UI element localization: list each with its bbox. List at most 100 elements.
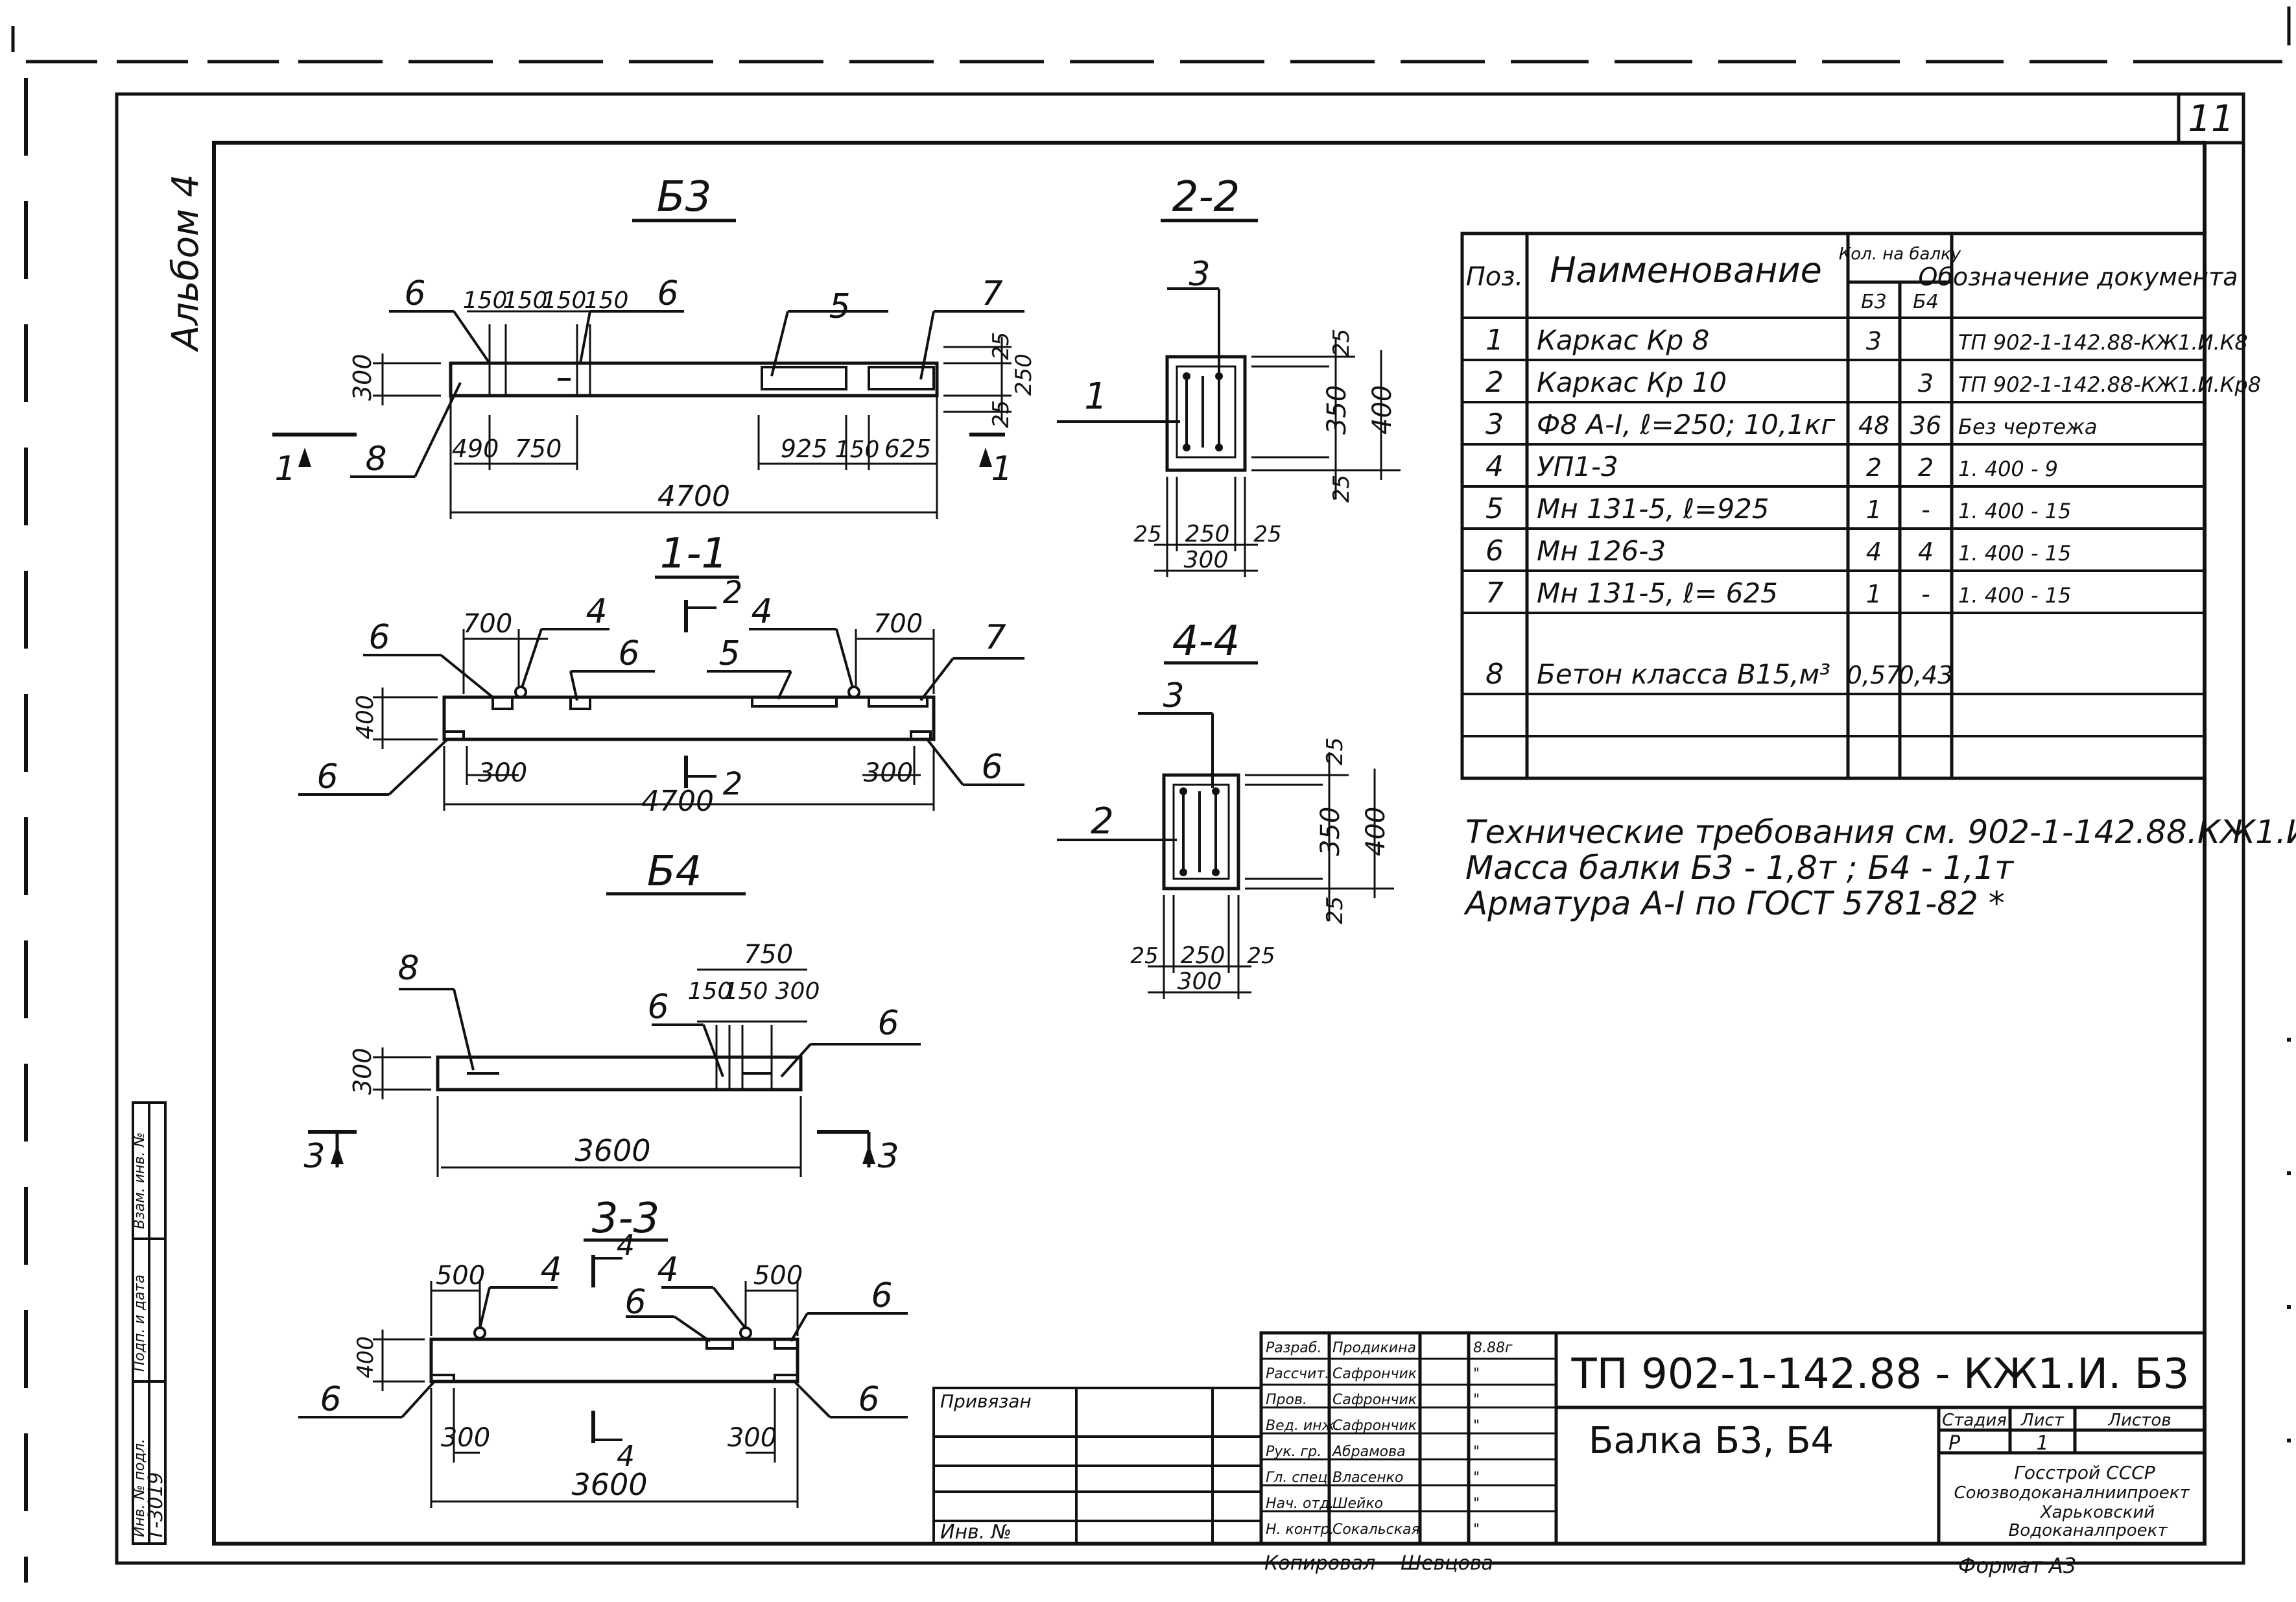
b4-cut-right: 3 [877, 1137, 899, 1176]
view-section-2-2: 2-2 3 1 25 350 400 [1057, 173, 1401, 577]
staff-date: " [1473, 1392, 1480, 1408]
s11-cut-top: 2 [723, 575, 743, 611]
spec-cell-name: Ф8 A-I, ℓ=250; 10,1кг [1537, 409, 1836, 440]
spec-header-qty-b4: Б4 [1913, 291, 1939, 313]
spec-cell-doc: 1. 400 - 15 [1958, 583, 2071, 608]
staff-name: Шейко [1332, 1496, 1383, 1512]
s11-callout-6b: 6 [618, 634, 639, 673]
left-margin-strip: Взам. инв. № Подп. и дата Инв. № подл. Т… [132, 1101, 167, 1545]
b4-dim-150a: 150 [688, 978, 733, 1005]
spec-header-pos: Поз. [1466, 262, 1524, 292]
b3-dim-150-2: 150 [503, 287, 548, 314]
staff-name: Сафрончик [1332, 1392, 1417, 1408]
left-strip-field-4: Т-3019 [145, 1472, 167, 1541]
b3-callout-6a: 6 [404, 274, 425, 313]
s22-dim-25d: 25 [1253, 521, 1281, 547]
b3-dim-150-1: 150 [463, 287, 508, 314]
b3-callout-5: 5 [829, 287, 850, 326]
title-org-2: Союзводоканалниипроект [1954, 1483, 2190, 1503]
staff-date: " [1473, 1470, 1480, 1486]
spec-cell-name: Каркас Кр 10 [1537, 366, 1727, 398]
b4-dim-total: 3600 [574, 1133, 650, 1168]
staff-date: " [1473, 1496, 1480, 1512]
s33-dim-500b: 500 [753, 1261, 803, 1291]
staff-name: Продикина [1332, 1340, 1416, 1356]
b3-dim-total: 4700 [657, 480, 730, 513]
spec-table: Поз. Наименование Кол. на балку Б3 Б4 Об… [1460, 232, 2261, 780]
title-org-4: Водоканалпроект [2008, 1521, 2168, 1540]
spec-header-name: Наименование [1550, 250, 1822, 291]
staff-role: Вед. инж. [1266, 1418, 1339, 1434]
s44-dim-25b: 25 [1322, 896, 1348, 924]
spec-cell-b4: 36 [1910, 411, 1941, 440]
s33-cut-bottom: 4 [617, 1440, 635, 1473]
staff-date: " [1473, 1366, 1480, 1382]
spec-cell-b4: 2 [1918, 453, 1934, 482]
s33-callout-4a: 4 [540, 1250, 562, 1289]
title-sheet: 1 [2036, 1432, 2048, 1455]
s22-dim-300: 300 [1184, 547, 1229, 573]
spec-cell-b3: 1 [1866, 580, 1882, 608]
b3-dim-right-250: 250 [1011, 353, 1037, 396]
b4-callout-8: 8 [397, 949, 419, 988]
s11-callout-7: 7 [984, 618, 1006, 657]
s11-callout-6c: 6 [316, 758, 338, 796]
staff-name: Сокальская [1332, 1522, 1420, 1538]
staff-date: " [1473, 1444, 1480, 1460]
view-b3-title: Б3 [657, 173, 712, 221]
view-section-3-3: 3-3 [298, 1195, 908, 1508]
spec-cell-pos: 7 [1485, 577, 1504, 610]
b4-dim-height: 300 [348, 1047, 377, 1095]
title-stage-label: Стадия [1942, 1411, 2007, 1430]
b4-cut-left: 3 [303, 1137, 325, 1176]
b4-callout-6a: 6 [647, 988, 669, 1027]
s11-callout-5: 5 [718, 634, 740, 673]
s11-callout-6d: 6 [981, 748, 1002, 787]
b4-callout-6b: 6 [877, 1004, 899, 1043]
s11-dim-700b: 700 [873, 609, 923, 639]
staff-role: Гл. спец. [1266, 1470, 1332, 1486]
s33-callout-6c: 6 [320, 1380, 341, 1419]
s22-dim-250: 250 [1185, 521, 1230, 547]
s11-dim-300a: 300 [478, 758, 527, 788]
spec-cell-name: Мн 126-3 [1537, 535, 1666, 567]
s11-dim-height: 400 [352, 695, 379, 739]
s44-dim-300: 300 [1178, 968, 1222, 995]
s33-dim-300a: 300 [441, 1423, 490, 1453]
section-1-1-title: 1-1 [660, 530, 728, 578]
s44-dim-400: 400 [1361, 807, 1391, 856]
view-b4: Б4 8 6 6 300 750 150 [303, 848, 921, 1177]
s33-dim-total: 3600 [571, 1467, 647, 1502]
s44-dim-25a: 25 [1322, 737, 1348, 765]
s11-callout-4a: 4 [586, 592, 607, 631]
s44-callout-top: 3 [1163, 676, 1184, 715]
s33-cut-top: 4 [617, 1229, 635, 1262]
s22-dim-25b: 25 [1329, 475, 1355, 503]
spec-cell-b4: - [1921, 496, 1930, 524]
s22-callout-top: 3 [1189, 255, 1210, 294]
s22-callout-left: 1 [1084, 376, 1107, 418]
title-copied-label: Копировал [1264, 1552, 1375, 1575]
spec-cell-b4: 3 [1918, 369, 1934, 398]
staff-date: 8.88г [1473, 1340, 1513, 1356]
b3-callout-8: 8 [365, 440, 386, 479]
note-line-2: Масса балки Б3 - 1,8т ; Б4 - 1,1т [1465, 849, 2015, 887]
spec-cell-pos: 3 [1485, 408, 1504, 441]
b3-dim-625: 625 [884, 435, 932, 463]
title-format: Формат А3 [1958, 1553, 2076, 1578]
b3-callout-7: 7 [981, 274, 1002, 313]
s11-cut-bottom: 2 [723, 766, 743, 802]
spec-cell-b4: 0,43 [1899, 661, 1954, 689]
spec-cell-pos: 2 [1485, 366, 1504, 399]
b3-dim-150-4: 150 [584, 287, 629, 314]
title-designation: ТП 902-1-142.88 - КЖ1.И. Б3 [1571, 1350, 2190, 1398]
section-2-2-title: 2-2 [1172, 173, 1240, 221]
note-line-3: Арматура А-I по ГОСТ 5781-82 * [1463, 885, 2005, 922]
b4-dim-150b: 150 [724, 978, 768, 1005]
b3-cut-left: 1 [274, 449, 296, 488]
spec-cell-doc: 1. 400 - 15 [1958, 499, 2071, 523]
spec-cell-doc: ТП 902-1-142.88-КЖ1.И.Кр8 [1958, 372, 2261, 397]
s33-dim-500a: 500 [436, 1261, 485, 1291]
